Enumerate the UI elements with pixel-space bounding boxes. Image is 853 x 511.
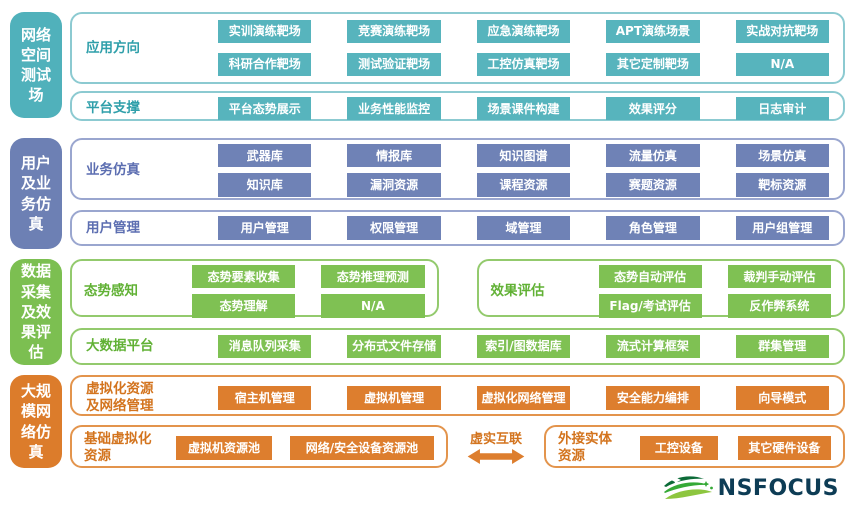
- row-virtual-physical-resources: 基础虚拟化资源 虚拟机资源池网络/安全设备资源池 虚实互联 外接实体资源 工控设…: [70, 425, 845, 468]
- row-label-user-management: 用户管理: [86, 219, 140, 236]
- row-bigdata-platform: 大数据平台 消息队列采集 分布式文件存储 索引/图数据库 流式计算框架 群集管理: [70, 328, 845, 365]
- nsfocus-logo: NSFOCUS: [662, 473, 839, 503]
- nsfocus-logo-text: NSFOCUS: [717, 475, 839, 501]
- module-chip: 用户管理: [218, 216, 312, 240]
- box-situation-awareness: 态势感知 态势要素收集 态势推理预测态势理解 N/A: [70, 259, 439, 318]
- virtual-real-link-label: 虚实互联: [469, 432, 522, 447]
- module-chip: 知识图谱: [476, 144, 571, 168]
- module-chip: 态势要素收集: [192, 265, 296, 289]
- module-chip: 工控仿真靶场: [476, 52, 571, 77]
- row-application-direction: 应用方向 实训演练靶场 竞赛演练靶场 应急演练靶场 APT演练场景 实战对抗靶场科研合作…: [70, 12, 845, 84]
- section-rows: 虚拟化资源及网络管理 宿主机管理 虚拟机管理 虚拟化网络管理 安全能力编排 向导模式 基…: [70, 375, 845, 468]
- box-base-virtualization-resources: 基础虚拟化资源 虚拟机资源池网络/安全设备资源池: [70, 425, 448, 468]
- module-chip: 赛题资源: [606, 173, 700, 197]
- module-chip: 实训演练靶场: [218, 19, 312, 44]
- module-chip: 知识库: [218, 173, 312, 197]
- section-tab-data-collection-evaluation: 数据采集及效果评估: [10, 259, 62, 365]
- section-tab-user-business-simulation: 用户及业务仿真: [10, 138, 62, 249]
- module-chip: 虚拟机资源池: [176, 436, 272, 460]
- module-chip: 态势理解: [192, 294, 296, 318]
- module-chip: 工控设备: [640, 436, 718, 460]
- module-chip: 效果评分: [606, 97, 700, 121]
- module-chip: 裁判手动评估: [727, 265, 831, 289]
- module-chip: 业务性能监控: [347, 97, 441, 121]
- row-label-external-physical-resources: 外接实体资源: [558, 431, 612, 464]
- module-chip: 平台态势展示: [218, 97, 312, 121]
- row-user-management: 用户管理 用户管理 权限管理 域管理 角色管理 用户组管理: [70, 210, 845, 246]
- module-chip: 虚拟化网络管理: [476, 386, 571, 410]
- nsfocus-swoosh-icon: [663, 475, 713, 499]
- module-chip: 索引/图数据库: [476, 334, 571, 359]
- row-label-situation-awareness: 态势感知: [84, 282, 138, 299]
- module-chip: 宿主机管理: [218, 386, 312, 410]
- module-chip: APT演练场景: [606, 19, 700, 44]
- module-chip: 消息队列采集: [218, 334, 312, 359]
- section-large-scale-network-simulation: 大规模网络仿真 虚拟化资源及网络管理 宿主机管理 虚拟机管理 虚拟化网络管理 安全能力…: [10, 375, 845, 468]
- row-label-base-virtualization-resources: 基础虚拟化资源: [84, 431, 152, 464]
- section-tab-cyber-range-testbed: 网络空间测试场: [10, 12, 62, 118]
- section-data-collection-evaluation: 数据采集及效果评估 态势感知 态势要素收集 态势推理预测态势理解 N/A 效果评估 …: [10, 259, 845, 365]
- module-chip: 应急演练靶场: [476, 19, 571, 44]
- module-chip: 武器库: [218, 144, 312, 168]
- module-chip: 分布式文件存储: [347, 334, 441, 359]
- module-chip: 虚拟机管理: [347, 386, 441, 410]
- module-chip: 角色管理: [606, 216, 700, 240]
- row-platform-support: 平台支撑 平台态势展示 业务性能监控 场景课件构建 效果评分 日志审计: [70, 91, 845, 121]
- module-chip: 权限管理: [347, 216, 441, 240]
- module-chip: 场景仿真: [735, 144, 829, 168]
- module-chip: 安全能力编排: [606, 386, 700, 410]
- section-user-business-simulation: 用户及业务仿真 业务仿真 武器库 情报库 知识图谱 流量仿真 场景仿真知识库 漏洞资源 课程…: [10, 138, 845, 249]
- module-chip: 场景课件构建: [476, 97, 571, 121]
- double-arrow-icon: [467, 448, 525, 465]
- module-chip: 科研合作靶场: [218, 52, 312, 77]
- section-rows: 业务仿真 武器库 情报库 知识图谱 流量仿真 场景仿真知识库 漏洞资源 课程资源 赛题资源 靶标…: [70, 138, 845, 249]
- module-chip: 域管理: [476, 216, 571, 240]
- virtual-real-connector: 虚实互联: [456, 425, 536, 468]
- box-effect-evaluation: 效果评估 态势自动评估 裁判手动评估 Flag/考试评估 反作弊系统: [476, 259, 845, 318]
- row-label-bigdata-platform: 大数据平台: [86, 338, 154, 355]
- module-chip: 流式计算框架: [606, 334, 700, 359]
- module-chip: 态势自动评估: [598, 265, 702, 289]
- section-rows: 态势感知 态势要素收集 态势推理预测态势理解 N/A 效果评估 态势自动评估 裁判手动…: [70, 259, 845, 365]
- module-chip: 其它定制靶场: [606, 52, 700, 77]
- module-chip: Flag/考试评估: [598, 294, 702, 318]
- module-chip: 群集管理: [735, 334, 829, 359]
- module-chip: 态势推理预测: [321, 265, 425, 289]
- row-virtualization-network-management: 虚拟化资源及网络管理 宿主机管理 虚拟机管理 虚拟化网络管理 安全能力编排 向导模式: [70, 375, 845, 416]
- module-chip: 流量仿真: [606, 144, 700, 168]
- module-chip: N/A: [735, 52, 829, 77]
- row-label-virtualization-network-management: 虚拟化资源及网络管理: [86, 381, 154, 414]
- module-chip: 向导模式: [735, 386, 829, 410]
- module-chip: 用户组管理: [735, 216, 829, 240]
- row-business-simulation: 业务仿真 武器库 情报库 知识图谱 流量仿真 场景仿真知识库 漏洞资源 课程资源 赛题资源 靶标…: [70, 138, 845, 200]
- module-chip: 其它硬件设备: [737, 436, 831, 460]
- module-chip: 靶标资源: [735, 173, 829, 197]
- module-chip: 漏洞资源: [347, 173, 441, 197]
- module-chip: 竞赛演练靶场: [347, 19, 441, 44]
- module-chip: 反作弊系统: [727, 294, 831, 318]
- row-label-business-simulation: 业务仿真: [86, 161, 140, 178]
- module-chip: N/A: [321, 294, 425, 318]
- module-chip: 日志审计: [735, 97, 829, 121]
- module-chip: 课程资源: [476, 173, 571, 197]
- module-chip: 情报库: [347, 144, 441, 168]
- row-label-application-direction: 应用方向: [86, 39, 140, 56]
- box-external-physical-resources: 外接实体资源 工控设备其它硬件设备: [544, 425, 845, 468]
- section-cyber-range-testbed: 网络空间测试场 应用方向 实训演练靶场 竞赛演练靶场 应急演练靶场 APT演练场景 实战…: [10, 12, 845, 121]
- section-tab-large-scale-network-simulation: 大规模网络仿真: [10, 375, 62, 468]
- module-chip: 实战对抗靶场: [735, 19, 829, 44]
- row-label-platform-support: 平台支撑: [86, 100, 140, 117]
- row-situation-and-effect: 态势感知 态势要素收集 态势推理预测态势理解 N/A 效果评估 态势自动评估 裁判手动…: [70, 259, 845, 318]
- module-chip: 测试验证靶场: [347, 52, 441, 77]
- section-rows: 应用方向 实训演练靶场 竞赛演练靶场 应急演练靶场 APT演练场景 实战对抗靶场科研合作…: [70, 12, 845, 121]
- row-label-effect-evaluation: 效果评估: [490, 282, 545, 299]
- module-chip: 网络/安全设备资源池: [290, 436, 434, 460]
